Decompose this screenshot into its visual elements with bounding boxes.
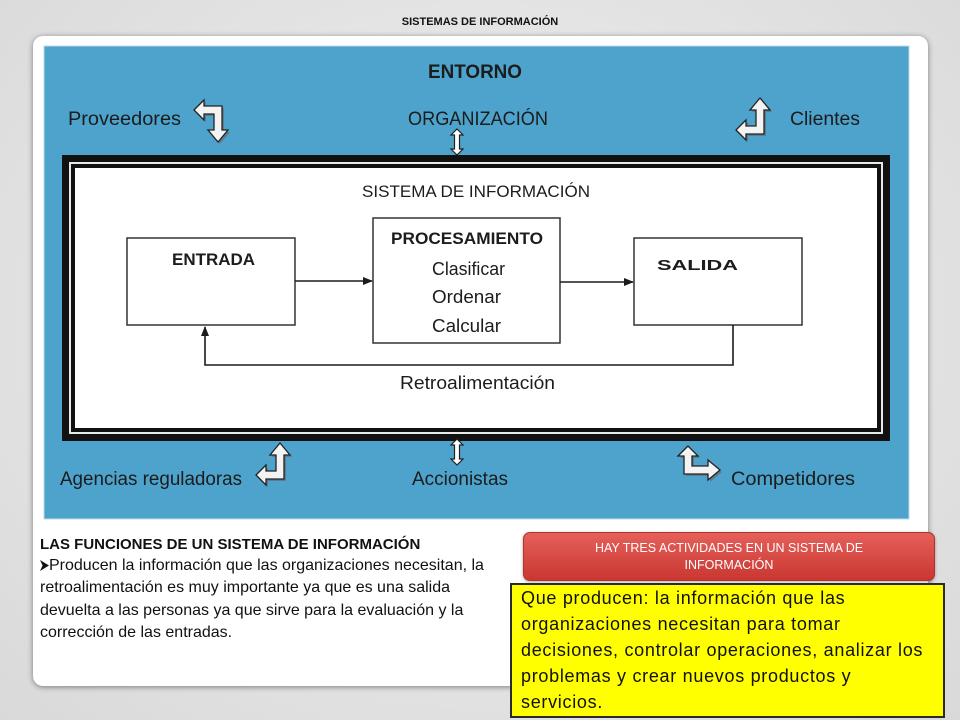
regulators-label: Agencias reguladoras	[60, 469, 242, 490]
functions-heading: LAS FUNCIONES DE UN SISTEMA DE INFORMACI…	[40, 536, 421, 553]
system-title: SISTEMA DE INFORMACIÓN	[362, 182, 590, 201]
functions-bullet-text: Producen la información que las organiza…	[40, 557, 484, 642]
output-box	[633, 237, 803, 326]
input-label: ENTRADA	[172, 250, 255, 269]
processing-step: Calcular	[432, 316, 501, 336]
processing-title: PROCESAMIENTO	[391, 229, 543, 248]
processing-box	[372, 217, 561, 344]
suppliers-label: Proveedores	[68, 109, 181, 130]
organization-label: ORGANIZACIÓN	[408, 108, 548, 130]
competitors-label: Competidores	[731, 469, 855, 490]
output-label: SALIDA	[657, 257, 738, 274]
environment-label: ENTORNO	[428, 62, 522, 83]
activities-banner-text: HAY TRES ACTIVIDADES EN UN SISTEMA DE IN…	[594, 541, 864, 572]
processing-step: Ordenar	[432, 287, 501, 307]
activities-callout: Que producen: la información que las org…	[510, 583, 945, 718]
customers-label: Clientes	[790, 109, 860, 130]
functions-bullet: Producen la información que las organiza…	[40, 555, 500, 645]
feedback-arrow	[201, 325, 734, 366]
arrowhead-bullet-icon	[40, 560, 49, 571]
information-system-diagram: ENTORNO Proveedores ORGANIZACIÓN Cliente…	[43, 45, 910, 520]
activities-banner: HAY TRES ACTIVIDADES EN UN SISTEMA DE IN…	[523, 532, 935, 581]
feedback-label: Retroalimentación	[400, 373, 555, 393]
slide-title: SISTEMAS DE INFORMACIÓN	[401, 16, 559, 28]
activities-callout-text: Que producen: la información que las org…	[521, 588, 924, 712]
processing-step: Clasificar	[432, 259, 505, 279]
shareholders-label: Accionistas	[412, 469, 508, 490]
